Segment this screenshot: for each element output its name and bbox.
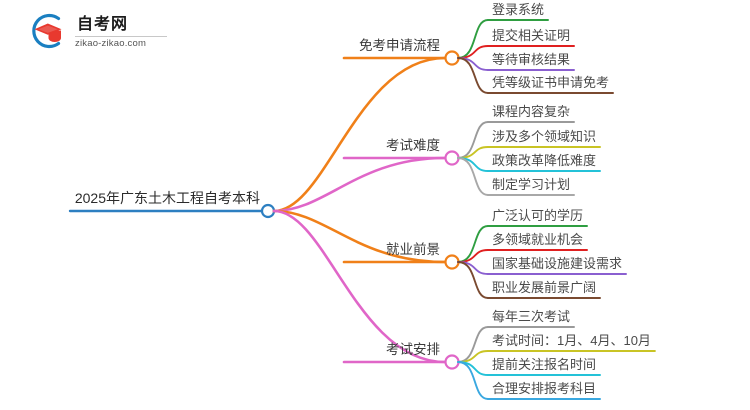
- branch-label-4[interactable]: 考试安排: [386, 342, 440, 357]
- leaf-label-2-2[interactable]: 涉及多个领域知识: [492, 129, 597, 144]
- graduation-cap-icon: [28, 11, 68, 51]
- branch-node-circle-2[interactable]: [444, 150, 460, 166]
- branch-label-2[interactable]: 考试难度: [386, 138, 440, 153]
- root-node-label[interactable]: 2025年广东土木工程自考本科: [74, 190, 260, 206]
- leaf-label-3-4[interactable]: 职业发展前景广阔: [492, 280, 597, 295]
- branch-node-circle-3[interactable]: [444, 254, 460, 270]
- leaf-label-2-4[interactable]: 制定学习计划: [492, 177, 571, 192]
- leaf-label-1-2[interactable]: 提交相关证明: [492, 28, 571, 43]
- leaf-label-1-3[interactable]: 等待审核结果: [492, 52, 571, 67]
- leaf-label-1-1[interactable]: 登录系统: [492, 2, 545, 17]
- logo-title: 自考网: [77, 15, 129, 33]
- leaf-label-2-1[interactable]: 课程内容复杂: [492, 104, 571, 119]
- leaf-label-4-2[interactable]: 考试时间：1月、4月、10月: [492, 333, 651, 348]
- logo-text: 自考网 zikao-zikao.com: [75, 14, 167, 49]
- leaf-label-3-1[interactable]: 广泛认可的学历: [492, 208, 584, 223]
- leaf-label-1-4[interactable]: 凭等级证书申请免考: [492, 75, 610, 90]
- leaf-label-4-4[interactable]: 合理安排报考科目: [492, 381, 597, 396]
- logo-divider: [75, 35, 167, 37]
- root-node-circle[interactable]: [260, 203, 276, 219]
- branch-label-1[interactable]: 免考申请流程: [359, 38, 440, 53]
- site-logo: 自考网 zikao-zikao.com: [28, 8, 178, 54]
- branch-node-circle-4[interactable]: [444, 354, 460, 370]
- leaf-label-2-3[interactable]: 政策改革降低难度: [492, 153, 597, 168]
- leaf-label-4-1[interactable]: 每年三次考试: [492, 309, 571, 324]
- leaf-label-4-3[interactable]: 提前关注报名时间: [492, 357, 597, 372]
- branch-node-circle-1[interactable]: [444, 50, 460, 66]
- branch-label-3[interactable]: 就业前景: [386, 242, 440, 257]
- leaf-label-3-3[interactable]: 国家基础设施建设需求: [492, 256, 623, 271]
- leaf-label-3-2[interactable]: 多领域就业机会: [492, 232, 584, 247]
- logo-domain: zikao-zikao.com: [75, 37, 147, 49]
